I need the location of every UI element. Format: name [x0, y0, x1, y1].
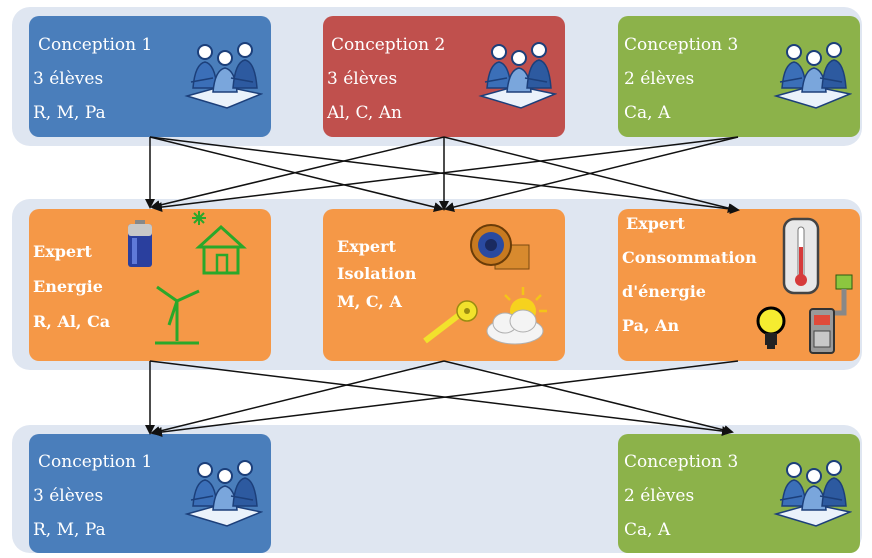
student-members: Ca, A [624, 520, 671, 540]
expert-topic-line3: d'énergie [622, 282, 706, 301]
conception-2-box: Conception 2 3 élèves Al, C, An [323, 16, 565, 137]
expert-members: R, Al, Ca [33, 312, 111, 331]
expert-topic: Energie [33, 277, 103, 296]
conception-3-box: Conception 3 2 élèves Ca, A [618, 16, 860, 137]
student-count: 2 élèves [624, 486, 695, 506]
sun-cloud-icon [486, 287, 547, 345]
thermometer-icon [782, 217, 820, 295]
house-sun-icon [192, 211, 247, 275]
student-members: R, M, Pa [33, 520, 106, 540]
expert-isolation-box: Expert Isolation M, C, A [323, 209, 565, 361]
conception-title: Conception 3 [624, 35, 739, 55]
conception-1-box: Conception 1 3 élèves R, M, Pa [29, 16, 271, 137]
light-bulb-icon [756, 306, 786, 349]
wind-turbine-icon [155, 285, 200, 345]
expert-consommation-box: Expert Consommation d'énergie Pa, An [618, 209, 860, 361]
tape-measure-icon [423, 300, 478, 344]
student-members: R, M, Pa [33, 103, 106, 123]
student-count: 3 élèves [33, 69, 104, 89]
student-count: 3 élèves [33, 486, 104, 506]
insulation-roll-icon [470, 224, 530, 270]
expert-topic: Consommation [622, 248, 757, 267]
conception-title: Conception 2 [331, 35, 446, 55]
battery-icon [128, 220, 152, 267]
expert-members: Pa, An [622, 316, 680, 335]
expert-energie-box: Expert Energie R, Al, Ca [29, 209, 271, 361]
conception-1-box-bottom: Conception 1 3 élèves R, M, Pa [29, 434, 271, 553]
conception-title: Conception 3 [624, 452, 739, 472]
conception-3-box-bottom: Conception 3 2 élèves Ca, A [618, 434, 860, 553]
expert-label: Expert [33, 242, 92, 261]
expert-label: Expert [337, 237, 396, 256]
expert-members: M, C, A [337, 292, 402, 311]
electric-meter-icon [809, 274, 853, 354]
conception-title: Conception 1 [38, 35, 153, 55]
student-members: Al, C, An [327, 103, 402, 123]
student-count: 3 élèves [327, 69, 398, 89]
expert-label: Expert [626, 214, 685, 233]
expert-topic: Isolation [337, 264, 417, 283]
student-count: 2 élèves [624, 69, 695, 89]
conception-title: Conception 1 [38, 452, 153, 472]
student-members: Ca, A [624, 103, 671, 123]
